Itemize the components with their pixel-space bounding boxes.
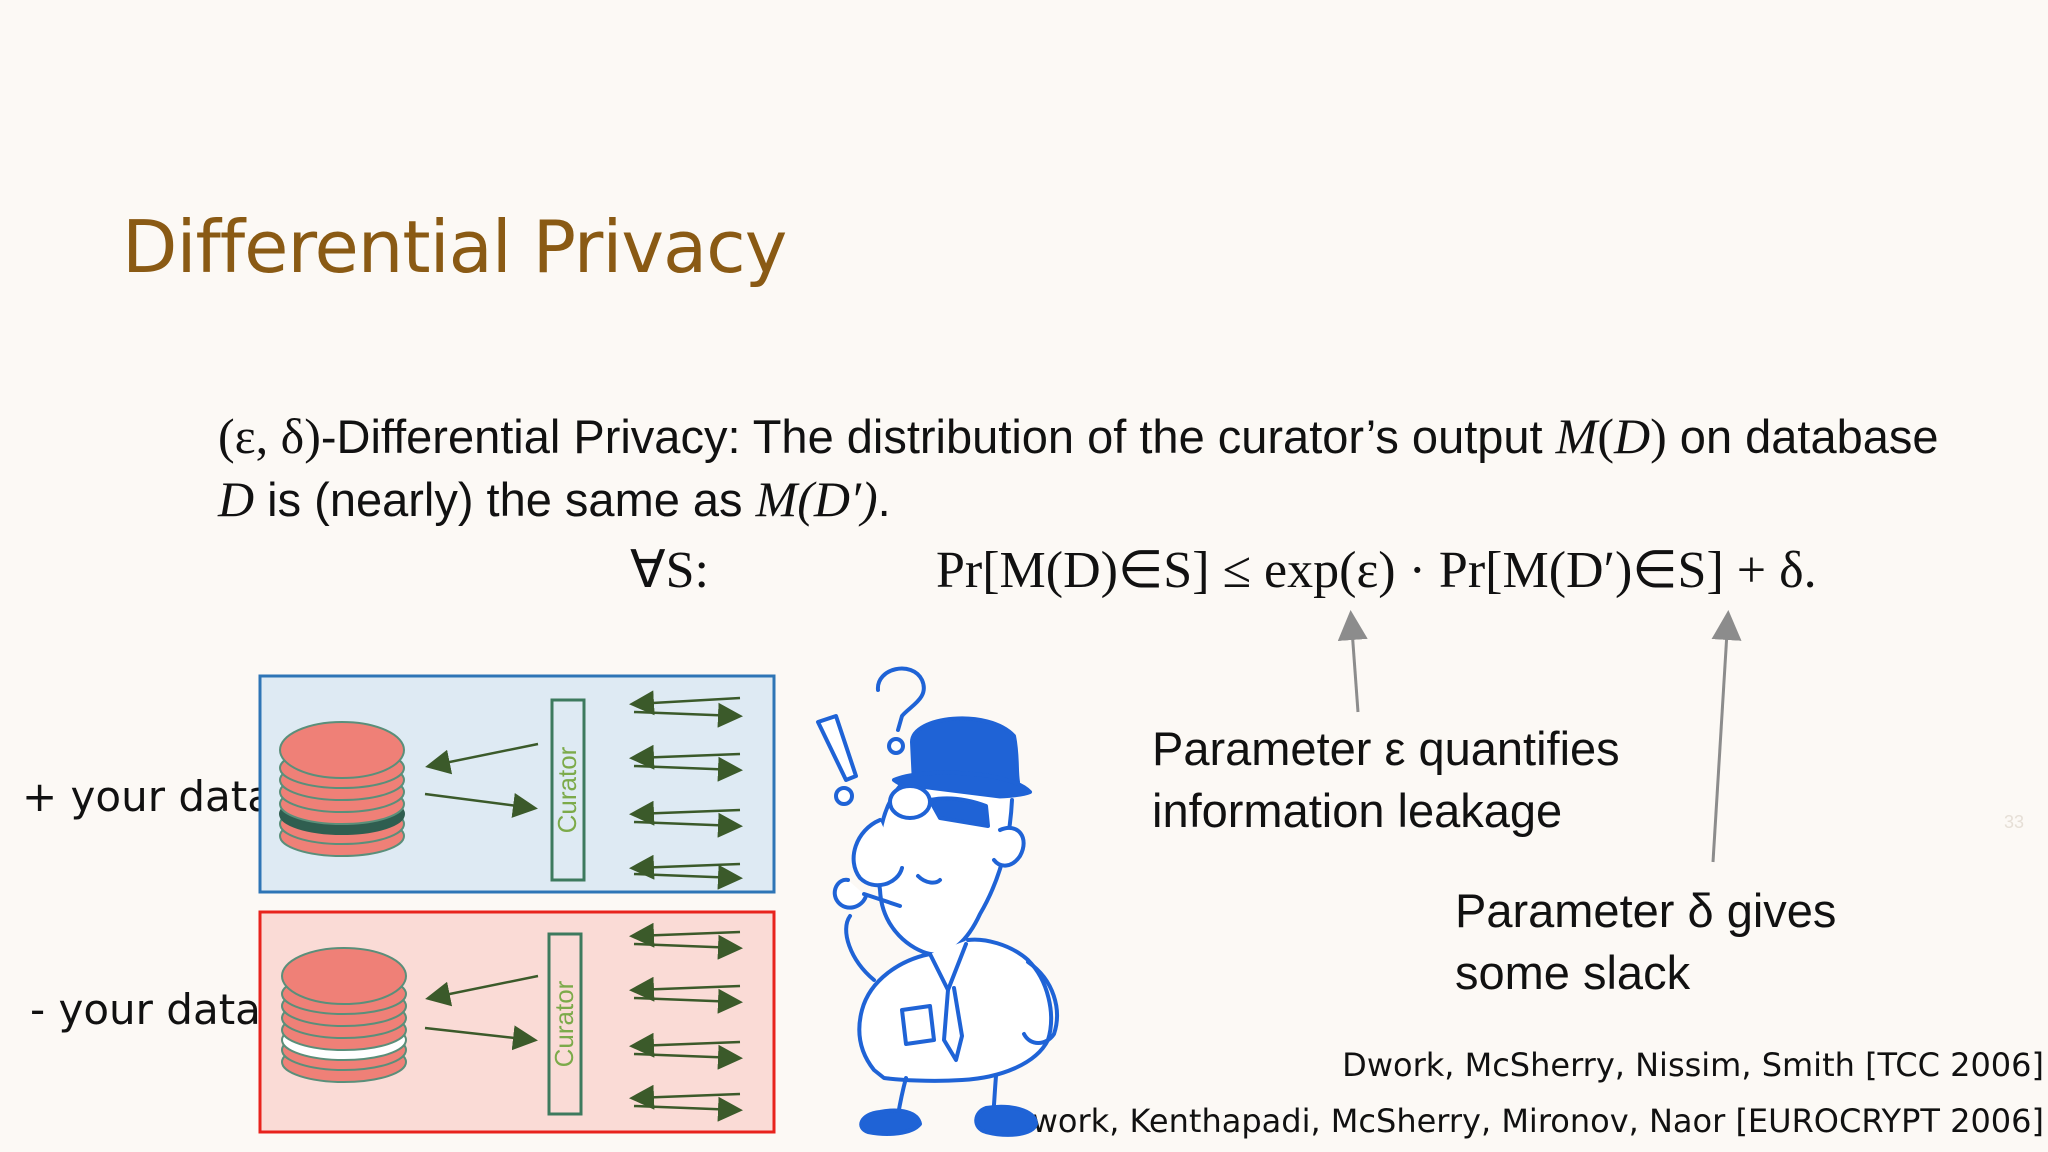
delta-annotation: Parameter δ gives some slack bbox=[1455, 880, 1836, 1004]
curator-box bbox=[550, 698, 586, 882]
spy-detective-icon bbox=[816, 666, 1059, 1137]
definition-mdprime: M(D′) bbox=[755, 471, 878, 527]
definition-d: D bbox=[1613, 408, 1651, 464]
delta-annotation-line-1: Parameter δ gives bbox=[1455, 884, 1837, 937]
database-icon bbox=[281, 947, 407, 1083]
minus-your-data-label: - your data bbox=[30, 985, 261, 1034]
epsilon-annotation-line-2: information leakage bbox=[1152, 784, 1563, 837]
query-arrow bbox=[425, 974, 539, 1007]
definition-prefix: (ε, δ) bbox=[218, 408, 321, 464]
database-icon bbox=[279, 721, 405, 857]
definition-paren-open: ( bbox=[1597, 408, 1614, 464]
page-number: 33 bbox=[2004, 812, 2025, 832]
slide-title: Differential Privacy bbox=[122, 205, 787, 289]
epsilon-pointer-arrow bbox=[1337, 610, 1368, 713]
delta-pointer-arrow bbox=[1711, 610, 1742, 863]
definition-part-3: is (nearly) the same as bbox=[254, 473, 756, 526]
minus-data-panel: Curator bbox=[258, 910, 776, 1134]
plus-your-data-label: + your data bbox=[22, 772, 273, 821]
definition-text: (ε, δ)-Differential Privacy: The distrib… bbox=[218, 405, 1978, 531]
curator-label: Curator bbox=[552, 746, 582, 833]
analyst-arrows bbox=[629, 690, 743, 890]
epsilon-annotation: Parameter ε quantifies information leaka… bbox=[1152, 718, 1620, 842]
curator-label: Curator bbox=[549, 980, 579, 1067]
dp-formula: Pr[M(D)∈S] ≤ exp(ε) · Pr[M(D′)∈S] + δ. bbox=[936, 542, 1817, 599]
citation-tcc: Dwork, McSherry, Nissim, Smith [TCC 2006… bbox=[1342, 1046, 2044, 1084]
delta-annotation-line-2: some slack bbox=[1455, 946, 1691, 999]
definition-part-2: on database bbox=[1666, 410, 1939, 463]
answer-arrow bbox=[424, 1025, 538, 1051]
epsilon-annotation-line-1: Parameter ε quantifies bbox=[1152, 722, 1620, 775]
query-arrow bbox=[425, 742, 539, 775]
definition-part-4: . bbox=[877, 473, 891, 526]
answer-arrow bbox=[424, 792, 538, 818]
curator-box bbox=[547, 932, 583, 1116]
plus-data-panel: Curator bbox=[258, 674, 776, 894]
analyst-arrows bbox=[629, 922, 743, 1122]
definition-part-1: -Differential Privacy: The distribution … bbox=[320, 410, 1556, 463]
citation-eurocrypt: Dwork, Kenthapadi, McSherry, Mironov, Na… bbox=[1007, 1102, 2044, 1140]
definition-m: M bbox=[1555, 408, 1598, 464]
definition-paren-close: ) bbox=[1650, 408, 1667, 464]
definition-d2: D bbox=[218, 471, 255, 527]
forall-s: ∀S: bbox=[630, 542, 709, 599]
